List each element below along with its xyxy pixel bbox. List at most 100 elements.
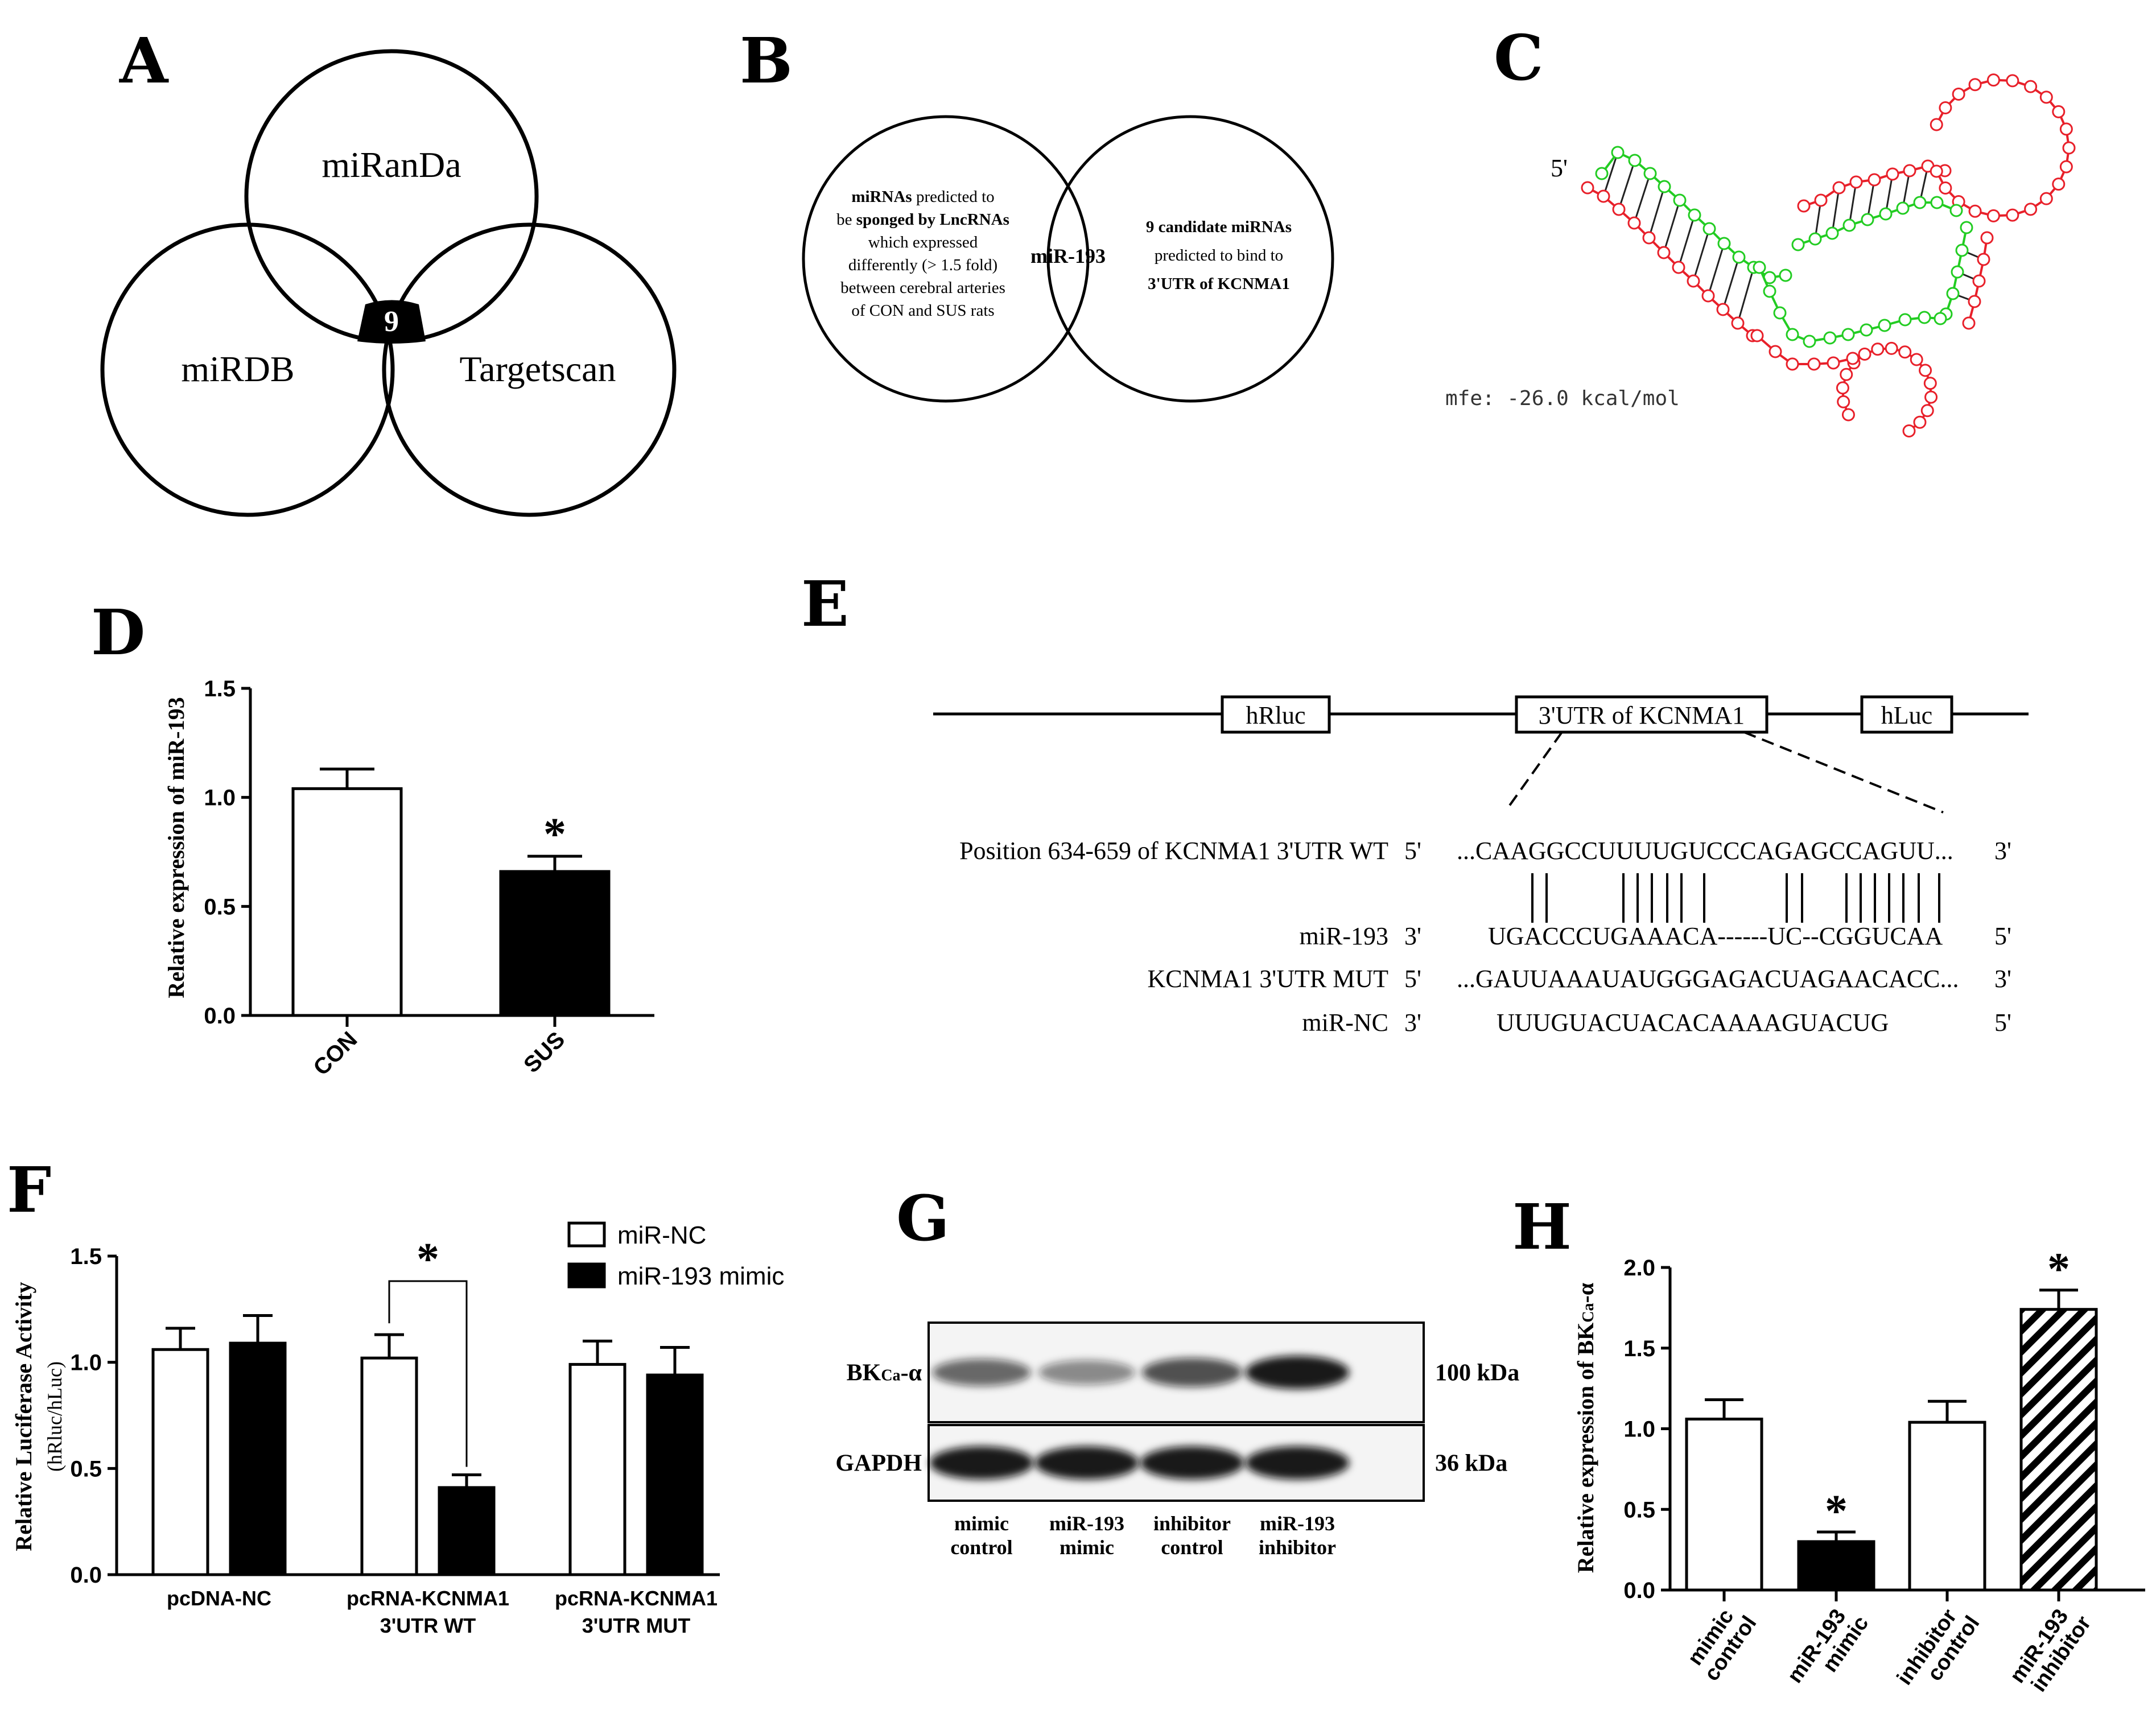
nucleotide-mark	[1846, 352, 1860, 365]
venn-circle-lncrna-sponged	[802, 115, 1090, 403]
blot-size-label: 100 kDa	[1435, 1360, 1519, 1386]
nucleotide-mark	[1930, 164, 1943, 178]
venn-label-targetscan: Targetscan	[459, 349, 616, 389]
y-tick-label: 1.0	[204, 786, 236, 811]
nucleotide-mark	[1673, 193, 1687, 207]
nucleotide-mark	[1581, 181, 1594, 195]
blot-row-label: GAPDH	[835, 1451, 922, 1477]
nucleotide-mark	[1949, 204, 1963, 217]
bar-mir-nc	[568, 1362, 626, 1576]
significance-marker: *	[2047, 1245, 2070, 1295]
nucleotide-mark	[1934, 312, 1947, 325]
nucleotide-mark	[1808, 232, 1822, 246]
venn-circle-kcnma1-targets	[1046, 115, 1334, 403]
panel-c: C 5' mfe: -26.0 kcal/mol	[1445, 21, 2076, 438]
nucleotide-mark	[1842, 218, 1856, 232]
legend-swatch-mir-nc	[567, 1221, 606, 1248]
sequence-text: ...GAUUAAAUAUGGGAGACUAGAACACC...	[1457, 965, 1959, 993]
y-axis-label-part: Relative expression of BK	[1573, 1323, 1598, 1573]
nucleotide-mark	[1687, 274, 1700, 288]
bar-h-1	[1797, 1540, 1875, 1592]
venn-b-text-segment: 3'UTR of KCNMA1	[1148, 275, 1290, 293]
nucleotide-mark	[1823, 331, 1837, 345]
nucleotide-mark	[1750, 329, 1764, 342]
sequence-row-label: KCNMA1 3'UTR MUT	[1148, 965, 1389, 993]
nucleotide-mark	[1786, 357, 1799, 371]
nucleotide-mark	[1939, 181, 1952, 195]
base-pair-bond	[1618, 160, 1636, 210]
blot-row-label-main: GAPDH	[835, 1451, 922, 1477]
y-axis-label: Relative expression of BKCa-α	[1573, 1283, 1598, 1573]
nucleotide-mark	[1898, 345, 1912, 359]
sequence-text: UGACCCUGAAACA------UC--CGGUCAA	[1488, 922, 1943, 950]
venn-intersection-count: 9	[384, 305, 399, 338]
bar-h-2	[1908, 1420, 1986, 1592]
sequence-text: ...CAAGGCCUUUUGUCCCAGAGCCAGUU...	[1457, 837, 1953, 865]
sequence-end-left: 5'	[1404, 965, 1421, 993]
venn-circle-mirdb	[100, 222, 395, 517]
construct-box-hrluc	[1221, 695, 1331, 734]
blot-lane-label: miR-193	[1049, 1512, 1124, 1535]
blot-band	[1140, 1446, 1244, 1480]
y-tick-label: 0.5	[70, 1456, 102, 1481]
x-tick-label: pcDNA-NC	[167, 1587, 271, 1610]
venn-b-text-segment: be	[836, 210, 856, 229]
construct-label-hrluc: hRluc	[1246, 701, 1305, 729]
panel-label-a: A	[119, 24, 169, 97]
nucleotide-mark	[1977, 253, 1990, 266]
venn-intersection	[357, 300, 426, 344]
nucleotide-mark	[1807, 357, 1821, 371]
venn-b-text-segment: sponged by LncRNAs	[856, 210, 1009, 229]
nucleotide-mark	[2024, 203, 2038, 216]
nucleotide-mark	[1701, 289, 1715, 303]
base-pair-bond	[1722, 257, 1740, 310]
nucleotide-mark	[1769, 345, 1782, 358]
sequence-alignment: Position 634-659 of KCNMA1 3'UTR WT 5'...…	[959, 837, 2011, 1036]
nucleotide-mark	[1814, 193, 1828, 207]
nucleotide-mark	[1924, 390, 1938, 404]
base-pair-bond	[1648, 186, 1666, 238]
base-pair-bond	[1848, 181, 1857, 226]
construct-label-utr: 3'UTR of KCNMA1	[1539, 701, 1745, 729]
nucleotide-mark	[1860, 323, 1873, 337]
nucleotide-mark	[1803, 335, 1816, 348]
nucleotide-mark	[1716, 303, 1730, 316]
nucleotide-mark	[1837, 395, 1850, 408]
nucleotide-mark	[1688, 208, 1701, 222]
nucleotide-mark	[1858, 347, 1871, 361]
legend-swatch-mir-193-mimic	[567, 1262, 606, 1289]
significance-marker: *	[1825, 1486, 1848, 1537]
nucleotide-mark	[1868, 173, 1881, 187]
panel-label-g: G	[896, 1182, 950, 1255]
blot-lane-label: control	[950, 1536, 1012, 1559]
y-axis-label-part: -α	[1573, 1283, 1598, 1303]
panel-label-d: D	[91, 596, 145, 669]
panel-label-e: E	[801, 567, 849, 641]
nucleotide-mark	[1597, 189, 1610, 203]
nucleotide-mark	[1827, 356, 1840, 370]
venn-circle-targetscan	[382, 222, 677, 517]
nucleotide-mark	[1643, 167, 1657, 180]
chart-h: 0.00.51.01.52.0mimiccontrol*miR-193mimic…	[1573, 1245, 2145, 1696]
y-axis-label-units: (hRluc/hLuc)	[43, 1361, 66, 1472]
base-pair-bond	[1737, 267, 1755, 324]
x-tick-label: SUS	[519, 1027, 570, 1077]
nucleotide-mark	[1878, 319, 1891, 332]
panel-a: A miRanDa miRDB Targetscan 9	[100, 24, 677, 517]
blot-row-label-suffix: -α	[901, 1360, 922, 1386]
blot-row-label: BKCa-α	[847, 1360, 922, 1386]
mfe-value: mfe: -26.0 kcal/mol	[1445, 387, 1680, 410]
blot-band	[1245, 1356, 1350, 1389]
nucleotide-mark	[1955, 243, 1969, 257]
blot-band	[929, 1446, 1034, 1480]
nucleotide-mark	[1972, 274, 1986, 288]
nucleotide-mark	[1773, 306, 1787, 320]
venn-b-text-segment: differently (> 1.5 fold)	[848, 256, 997, 274]
nucleotide-mark	[2052, 177, 2066, 191]
sequence-row-label: Position 634-659 of KCNMA1 3'UTR WT	[959, 837, 1388, 865]
nucleotide-mark	[1732, 250, 1746, 264]
nucleotide-mark	[1791, 238, 1805, 251]
base-pair-bond	[1602, 152, 1619, 197]
